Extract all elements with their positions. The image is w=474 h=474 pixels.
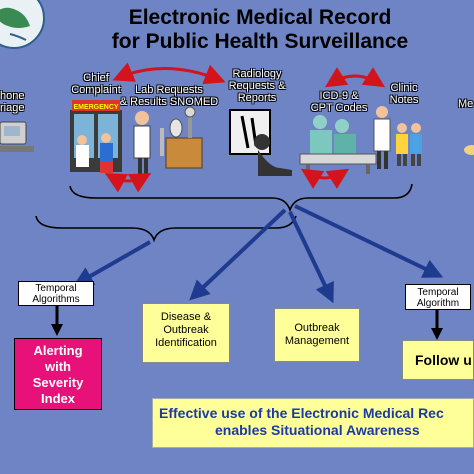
banner-line-1: Effective use of the Electronic Medical … xyxy=(159,405,444,421)
medications-illustration xyxy=(464,145,474,155)
source-chief-complaint-line-2: Complaint xyxy=(71,84,121,96)
lab-scientist-illustration xyxy=(133,106,203,178)
clinic-illustration xyxy=(373,106,422,169)
blue-arrow-to-management xyxy=(288,211,334,304)
source-chief-complaint-line-1: Chief xyxy=(83,72,109,84)
disease-line-3: Identification xyxy=(155,337,217,349)
blue-arrow-to-disease xyxy=(189,208,287,301)
blue-arrow-to-temporal-right xyxy=(294,204,444,278)
source-radiology-line-2: Requests & xyxy=(228,80,286,92)
source-lab-requests-line-1: Lab Requests xyxy=(135,84,203,96)
source-phone-triage-line-1: hone xyxy=(0,90,25,102)
source-medications-line-1: Me xyxy=(458,98,474,110)
red-arrow-bottom-left xyxy=(104,173,152,193)
temporal-algorithms-left-box: Temporal Algorithms xyxy=(18,281,94,306)
follow-up-box: Follow u xyxy=(402,340,474,380)
outbreak-mgmt-line-2: Management xyxy=(284,335,350,347)
red-arrow-bottom-right xyxy=(300,168,350,189)
disease-line-2: Outbreak xyxy=(163,324,209,336)
page-title-line-2: for Public Health Surveillance xyxy=(111,30,409,53)
alerting-severity-index-box: Alerting with Severity Index xyxy=(14,338,102,410)
source-phone-triage-line-2: riage xyxy=(0,102,25,114)
alerting-line-1: Alerting xyxy=(33,343,83,358)
alerting-line-2: with xyxy=(45,359,71,374)
alerting-line-4: Index xyxy=(41,391,75,406)
source-clinic-notes-line-2: Notes xyxy=(389,94,419,106)
disease-line-1: Disease & xyxy=(160,311,212,323)
source-clinic-notes-line-1: Clinic xyxy=(390,82,418,94)
source-icd9-line-2: CPT Codes xyxy=(310,102,368,114)
emergency-door-illustration: EMERGENCY xyxy=(70,100,122,173)
red-arrow-top-left xyxy=(112,62,226,85)
page-title-line-1: Electronic Medical Record xyxy=(128,6,392,29)
brace-lower xyxy=(35,215,297,243)
source-lab-requests-line-2: & Results SNOMED xyxy=(119,96,219,108)
temporal-left-line-2: Algorithms xyxy=(32,294,80,305)
radiology-viewer-illustration xyxy=(229,109,292,176)
temporal-left-line-1: Temporal xyxy=(35,283,77,294)
outbreak-management-box: Outbreak Management xyxy=(274,308,360,362)
brace-upper xyxy=(69,183,413,213)
temporal-algorithm-right-box: Temporal Algorithm xyxy=(405,284,471,310)
temporal-right-line-1: Temporal xyxy=(417,287,459,298)
surgeon-illustration xyxy=(299,115,377,174)
situational-awareness-banner: Effective use of the Electronic Medical … xyxy=(152,398,474,448)
source-radiology-line-3: Reports xyxy=(237,92,277,104)
banner-line-2: enables Situational Awareness xyxy=(215,422,420,438)
phone-triage-illustration xyxy=(0,121,34,152)
source-radiology-line-1: Radiology xyxy=(232,68,282,80)
red-arrow-top-right xyxy=(324,67,386,88)
outbreak-mgmt-line-1: Outbreak xyxy=(294,322,340,334)
temporal-right-line-2: Algorithm xyxy=(416,298,460,309)
disease-outbreak-identification-box: Disease & Outbreak Identification xyxy=(142,303,230,363)
alerting-line-3: Severity xyxy=(32,375,84,390)
blue-arrow-to-temporal-left xyxy=(73,240,151,286)
source-icd9-line-1: ICD-9 & xyxy=(319,90,359,102)
